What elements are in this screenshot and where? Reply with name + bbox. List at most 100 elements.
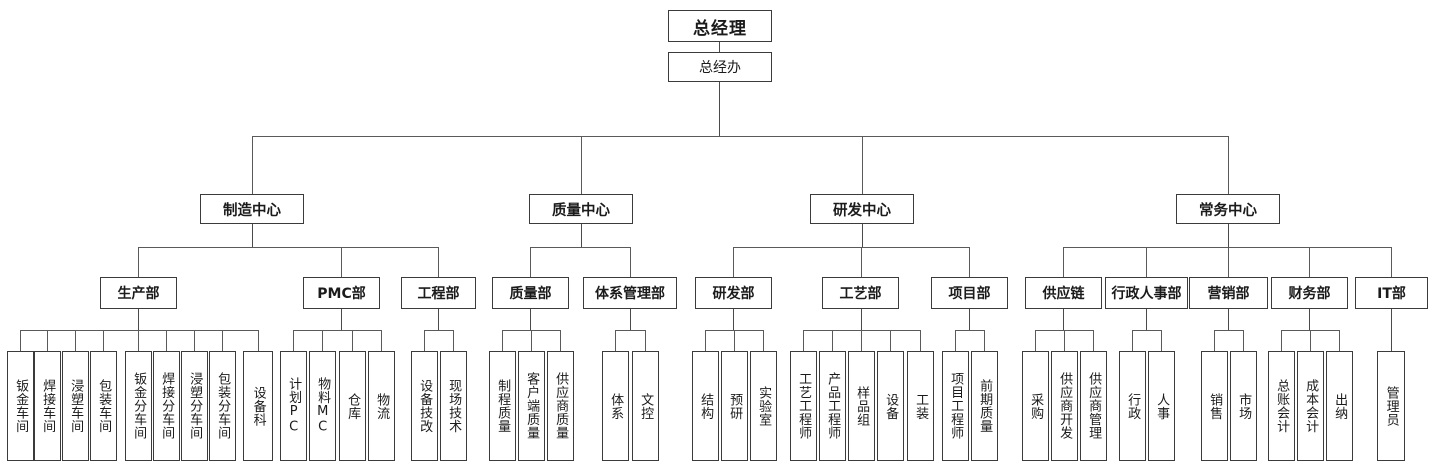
node-team-equipment-upgrade[interactable]: 设备技改 [411, 351, 438, 461]
connector-executive-trunk [1228, 224, 1230, 248]
node-team-warehouse[interactable]: 仓库 [339, 351, 366, 461]
node-team-personnel[interactable]: 人事 [1148, 351, 1175, 461]
node-dept-finance[interactable]: 财务部 [1271, 277, 1348, 309]
node-dept-production[interactable]: 生产部 [100, 277, 177, 309]
node-team-packaging-ws[interactable]: 包装车间 [90, 351, 117, 461]
node-team-dipping-sub-ws[interactable]: 浸塑分车间 [181, 351, 208, 461]
node-team-customer-quality[interactable]: 客户端质量 [518, 351, 545, 461]
bus-marketing-teams [1214, 330, 1244, 332]
node-team-cashier[interactable]: 出纳 [1326, 351, 1353, 461]
drop-team-administration [1132, 330, 1134, 351]
drop-team-dipping-ws [75, 330, 77, 351]
node-team-equipment[interactable]: 设备 [877, 351, 904, 461]
node-dept-marketing[interactable]: 营销部 [1189, 277, 1268, 309]
node-dept-quality[interactable]: 质量部 [492, 277, 569, 309]
node-dept-it[interactable]: IT部 [1355, 277, 1428, 309]
node-dept-supply-chain[interactable]: 供应链 [1025, 277, 1102, 309]
node-team-market[interactable]: 市场 [1230, 351, 1257, 461]
node-team-doc-control[interactable]: 文控 [632, 351, 659, 461]
node-label: 行政人事部 [1111, 286, 1182, 302]
node-team-supplier-quality[interactable]: 供应商质量 [547, 351, 574, 461]
connector-it-trunk [1391, 309, 1393, 351]
node-dept-system-mgmt[interactable]: 体系管理部 [583, 277, 677, 309]
node-team-packaging-sub-ws[interactable]: 包装分车间 [209, 351, 236, 461]
drop-team-sheet-metal-ws [20, 330, 22, 351]
node-team-administration[interactable]: 行政 [1119, 351, 1146, 461]
node-team-dipping-ws[interactable]: 浸塑车间 [62, 351, 89, 461]
node-center-quality[interactable]: 质量中心 [529, 194, 633, 224]
node-team-general-ledger[interactable]: 总账会计 [1268, 351, 1295, 461]
node-center-rnd[interactable]: 研发中心 [810, 194, 914, 224]
node-team-logistics[interactable]: 物流 [368, 351, 395, 461]
node-label: 销售 [1207, 392, 1223, 420]
node-label: 实验室 [756, 385, 772, 427]
node-team-structure[interactable]: 结构 [692, 351, 719, 461]
node-center-executive[interactable]: 常务中心 [1176, 194, 1280, 224]
drop-project [969, 247, 971, 277]
node-center-manufacturing[interactable]: 制造中心 [200, 194, 304, 224]
drop-team-system [615, 330, 617, 351]
node-team-early-quality[interactable]: 前期质量 [971, 351, 998, 461]
node-team-product-engineer[interactable]: 产品工程师 [819, 351, 846, 461]
drop-quality [581, 136, 583, 194]
node-team-cost-accounting[interactable]: 成本会计 [1297, 351, 1324, 461]
node-team-pre-research[interactable]: 预研 [721, 351, 748, 461]
node-label: 出纳 [1332, 392, 1348, 420]
node-dept-process[interactable]: 工艺部 [822, 277, 899, 309]
drop-engineering [438, 247, 440, 277]
connector-production-trunk [138, 309, 140, 331]
connector-hr-admin-trunk [1146, 309, 1148, 331]
node-label: 财务部 [1288, 286, 1331, 302]
node-dept-pmc[interactable]: PMC部 [303, 277, 380, 309]
node-team-process-engineer[interactable]: 工艺工程师 [790, 351, 817, 461]
node-team-sample-group[interactable]: 样品组 [848, 351, 875, 461]
node-label: 工程部 [417, 286, 460, 302]
drop-hr-admin [1146, 247, 1148, 277]
node-dept-rnd[interactable]: 研发部 [695, 277, 772, 309]
drop-supply-chain [1063, 247, 1065, 277]
drop-team-equipment-upgrade [424, 330, 426, 351]
node-label: 包装分车间 [215, 372, 231, 440]
node-team-tooling[interactable]: 工装 [907, 351, 934, 461]
node-team-material-mc[interactable]: 物料MC [309, 351, 336, 461]
node-team-purchasing[interactable]: 采购 [1022, 351, 1049, 461]
node-team-sheet-metal-ws[interactable]: 钣金车间 [7, 351, 34, 461]
node-label: 供应链 [1042, 286, 1085, 302]
drop-quality-dept [530, 247, 532, 277]
node-label: 项目部 [948, 286, 991, 302]
node-ceo[interactable]: 总经理 [668, 10, 772, 42]
node-team-plan-pc[interactable]: 计划PC [280, 351, 307, 461]
node-team-welding-sub-ws[interactable]: 焊接分车间 [153, 351, 180, 461]
node-label: 现场技术 [446, 379, 462, 433]
node-team-supplier-dev[interactable]: 供应商开发 [1051, 351, 1078, 461]
node-label: 浸塑分车间 [187, 372, 203, 440]
drop-team-welding-ws [47, 330, 49, 351]
drop-team-supplier-dev [1064, 330, 1066, 351]
node-label: 制造中心 [223, 202, 281, 219]
node-label: 供应商质量 [553, 372, 569, 440]
node-team-project-engineer[interactable]: 项目工程师 [942, 351, 969, 461]
node-team-equipment-section[interactable]: 设备科 [243, 351, 273, 461]
node-team-laboratory[interactable]: 实验室 [750, 351, 777, 461]
drop-team-project-engineer [955, 330, 957, 351]
node-team-field-tech[interactable]: 现场技术 [440, 351, 467, 461]
bus-pmc-teams [293, 330, 382, 332]
connector-ceo-to-office [719, 42, 721, 52]
node-team-sales[interactable]: 销售 [1201, 351, 1228, 461]
node-team-it-admin[interactable]: 管理员 [1377, 351, 1405, 461]
node-team-sheet-metal-sub-ws[interactable]: 钣金分车间 [125, 351, 152, 461]
node-label: 文控 [638, 392, 654, 420]
node-dept-hr-admin[interactable]: 行政人事部 [1105, 277, 1188, 309]
node-team-process-quality[interactable]: 制程质量 [489, 351, 516, 461]
node-team-supplier-mgmt[interactable]: 供应商管理 [1080, 351, 1107, 461]
node-team-welding-ws[interactable]: 焊接车间 [34, 351, 61, 461]
connector-manufacturing-trunk [252, 224, 254, 248]
node-team-system[interactable]: 体系 [602, 351, 629, 461]
node-label: 物料MC [315, 377, 331, 435]
node-ceo-office[interactable]: 总经办 [668, 52, 772, 82]
node-label: 质量中心 [552, 202, 610, 219]
node-dept-project[interactable]: 项目部 [931, 277, 1008, 309]
node-dept-engineering[interactable]: 工程部 [401, 277, 476, 309]
connector-rnd-dept-trunk [733, 309, 735, 331]
connector-quality-dept-trunk [530, 309, 532, 331]
